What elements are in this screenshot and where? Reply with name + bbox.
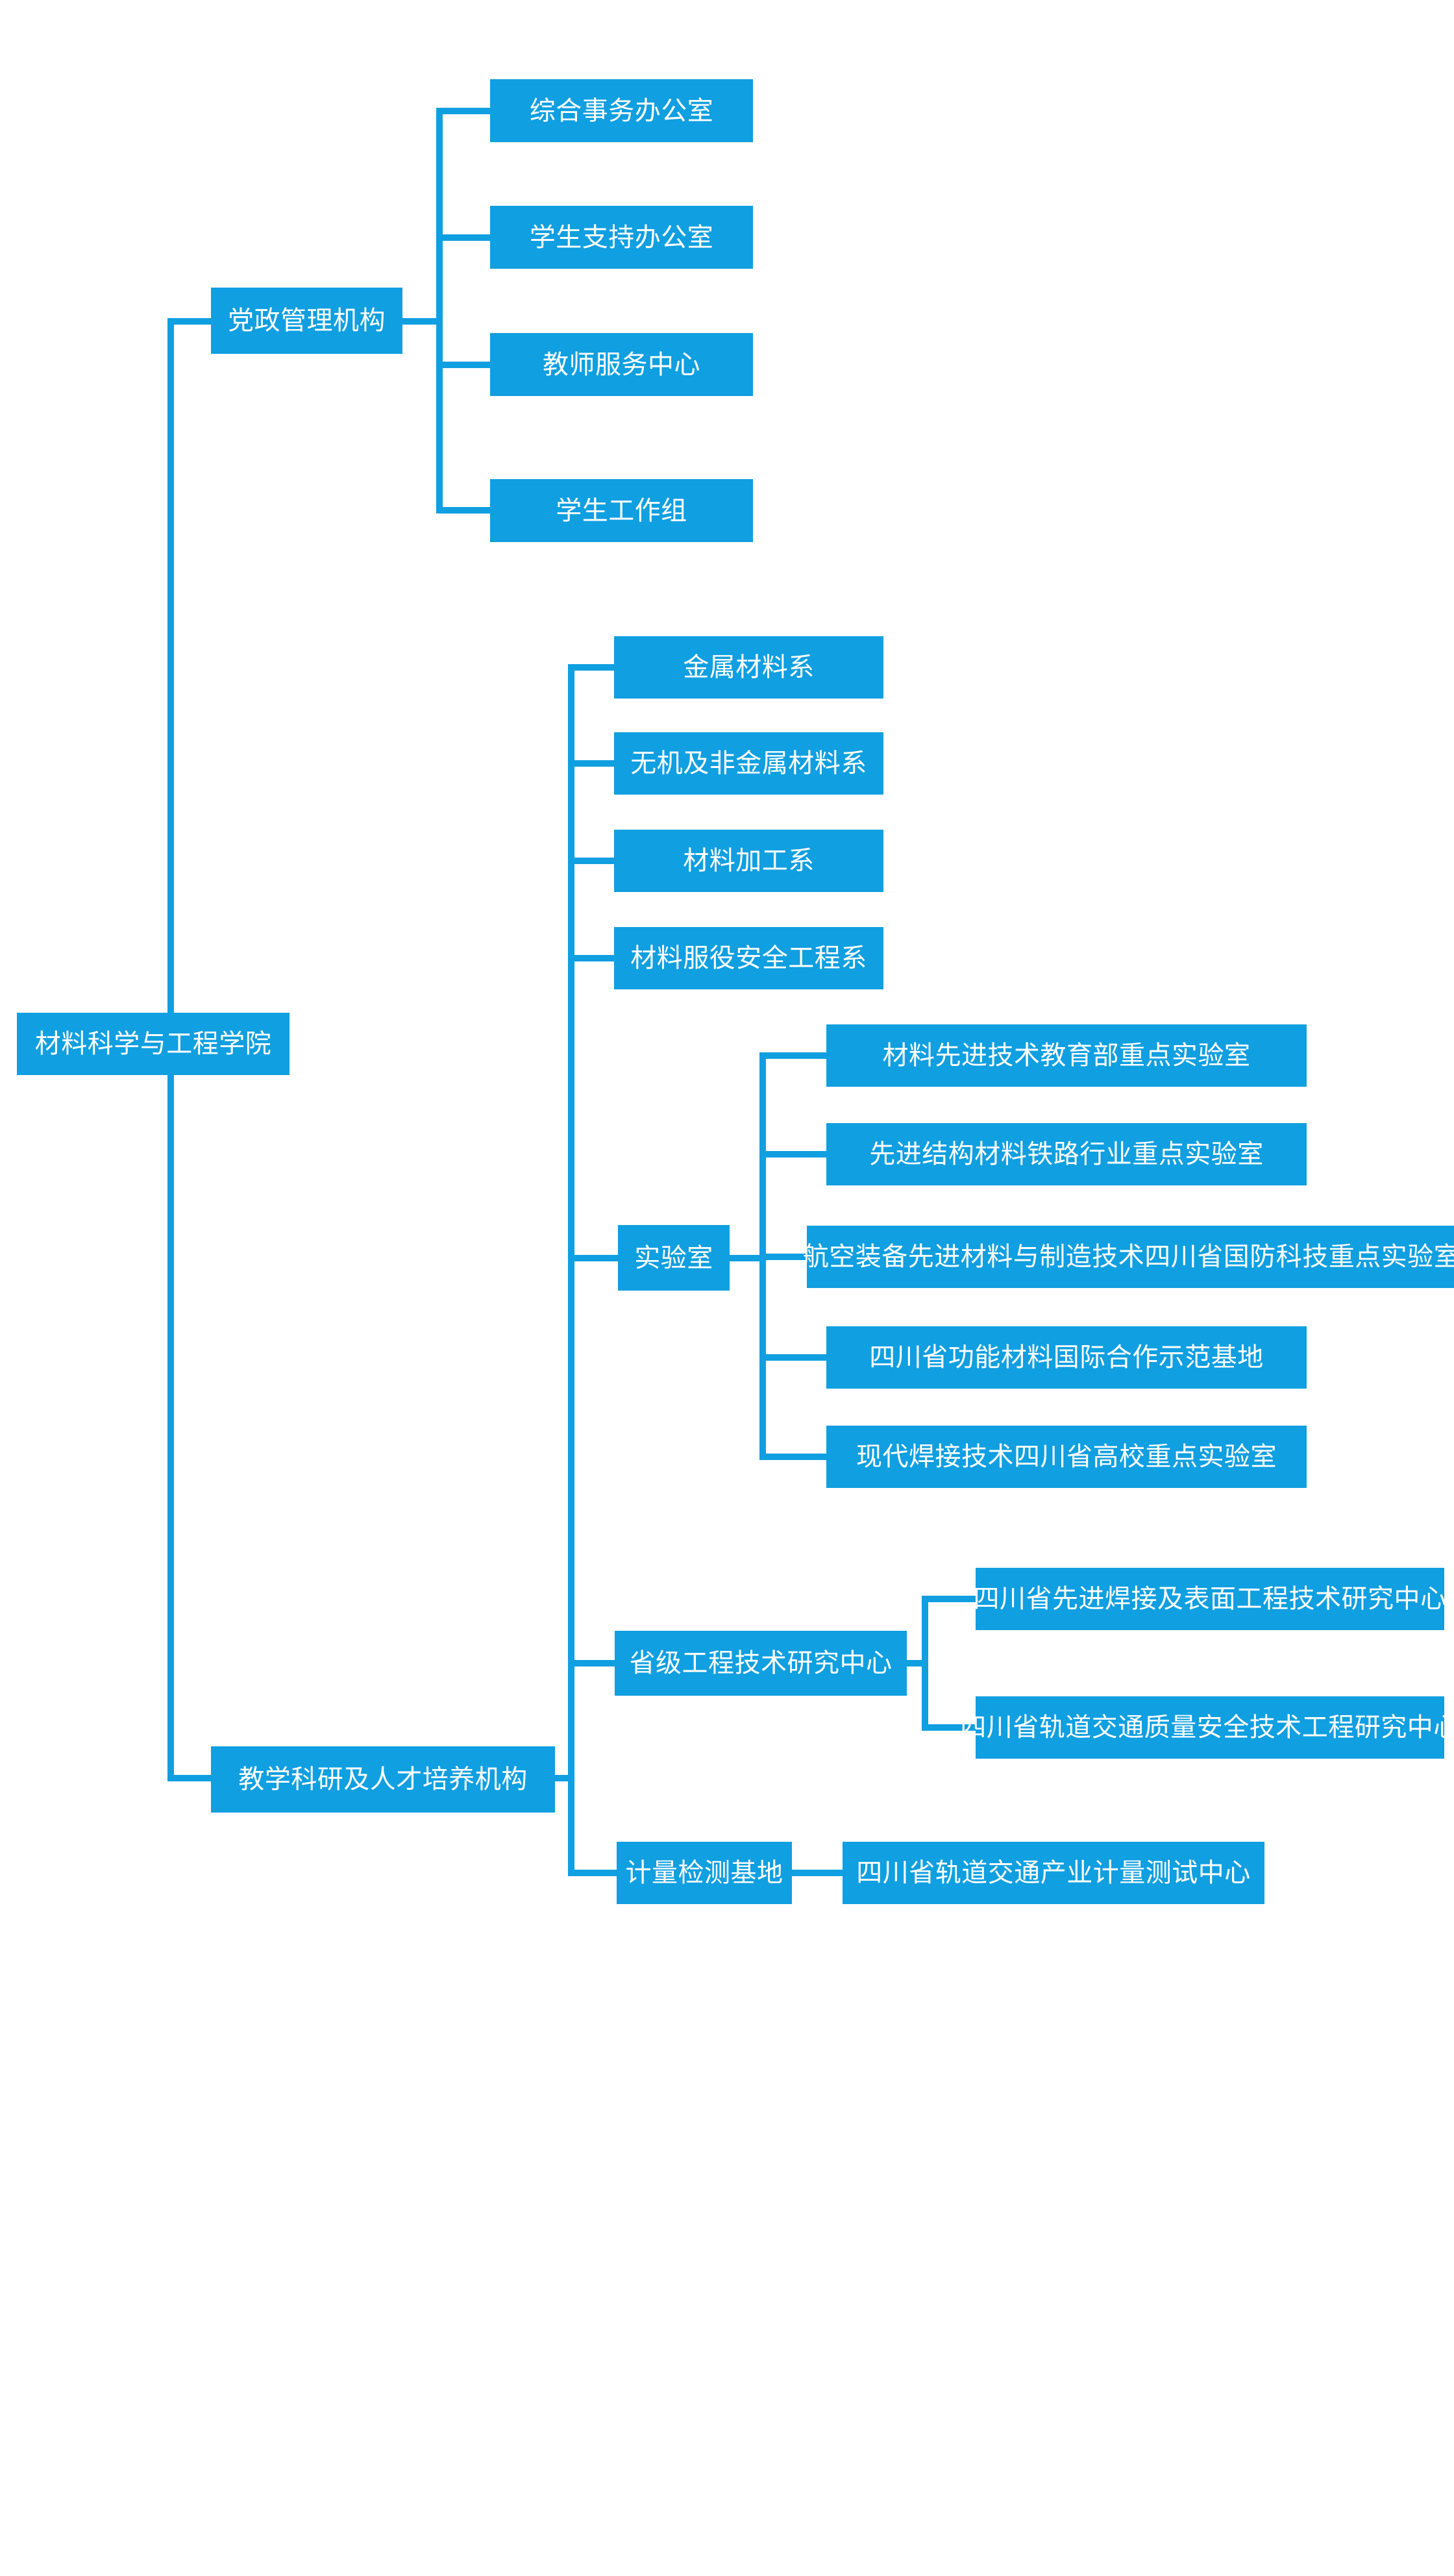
node-admin-child-teacher-service-center[interactable]: 教师服务中心 — [490, 333, 753, 396]
node-teaching-branch[interactable]: 教学科研及人才培养机构 — [211, 1746, 555, 1813]
node-metrology-group[interactable]: 计量检测基地 — [617, 1842, 792, 1904]
node-department-metal-materials[interactable]: 金属材料系 — [614, 636, 883, 699]
connector-provincial-eng-group — [568, 1660, 618, 1666]
connector-spine-to-teaching — [167, 1775, 216, 1781]
node-admin-child-student-support-office[interactable]: 学生支持办公室 — [490, 206, 753, 269]
node-lab-group[interactable]: 实验室 — [618, 1225, 730, 1291]
node-lab-aviation-defense-key-lab[interactable]: 航空装备先进材料与制造技术四川省国防科技重点实验室 — [803, 1226, 1454, 1288]
connector-lab-group — [568, 1255, 621, 1261]
connector-lab-4 — [759, 1354, 830, 1361]
node-pec-rail-transit-quality-safety[interactable]: 四川省轨道交通质量安全技术工程研究中心 — [960, 1696, 1454, 1759]
node-lab-railway-key-lab[interactable]: 先进结构材料铁路行业重点实验室 — [826, 1123, 1307, 1185]
connector-lab-5 — [759, 1454, 830, 1460]
node-lab-moe-key-lab[interactable]: 材料先进技术教育部重点实验室 — [826, 1024, 1307, 1087]
node-provincial-eng-center-group[interactable]: 省级工程技术研究中心 — [615, 1631, 907, 1696]
connector-admin-child-2 — [436, 234, 493, 241]
connector-pec-stub — [907, 1660, 928, 1666]
connector-lab-stub — [730, 1255, 766, 1261]
connector-teaching-spine — [568, 664, 574, 1873]
connector-lab-3 — [759, 1254, 810, 1260]
node-admin-child-student-work-group[interactable]: 学生工作组 — [490, 479, 753, 542]
connector-pec-2 — [922, 1724, 979, 1731]
connector-pec-1 — [922, 1596, 979, 1602]
node-department-materials-processing[interactable]: 材料加工系 — [614, 830, 883, 892]
node-admin-child-general-affairs-office[interactable]: 综合事务办公室 — [490, 79, 753, 142]
connector-department-1 — [568, 664, 617, 671]
node-department-materials-service-safety[interactable]: 材料服役安全工程系 — [614, 927, 883, 989]
node-lab-modern-welding-key-lab[interactable]: 现代焊接技术四川省高校重点实验室 — [826, 1426, 1307, 1488]
connector-admin-child-3 — [436, 362, 493, 368]
node-metrology-rail-transit-test-center[interactable]: 四川省轨道交通产业计量测试中心 — [843, 1842, 1264, 1904]
node-admin-branch[interactable]: 党政管理机构 — [211, 288, 402, 354]
connector-teaching-stub — [555, 1775, 574, 1781]
connector-admin-stub — [402, 318, 443, 325]
connector-admin-child-4 — [436, 507, 493, 514]
connector-metrology-group — [568, 1870, 620, 1876]
connector-metrology-child — [792, 1870, 846, 1876]
connector-admin-child-1 — [436, 108, 493, 114]
node-department-inorganic-nonmetal-materials[interactable]: 无机及非金属材料系 — [614, 732, 883, 795]
node-root-college[interactable]: 材料科学与工程学院 — [17, 1013, 290, 1075]
connector-lab-2 — [759, 1151, 830, 1158]
connector-pec-spine — [922, 1596, 928, 1728]
connector-admin-spine — [436, 108, 443, 507]
connector-department-4 — [568, 955, 617, 961]
connector-spine-to-admin — [167, 318, 216, 325]
connector-department-3 — [568, 858, 617, 864]
connector-department-2 — [568, 760, 617, 767]
connector-lab-1 — [759, 1052, 830, 1059]
node-lab-functional-materials-base[interactable]: 四川省功能材料国际合作示范基地 — [826, 1326, 1307, 1389]
node-pec-advanced-welding-surface-eng[interactable]: 四川省先进焊接及表面工程技术研究中心 — [974, 1568, 1446, 1630]
